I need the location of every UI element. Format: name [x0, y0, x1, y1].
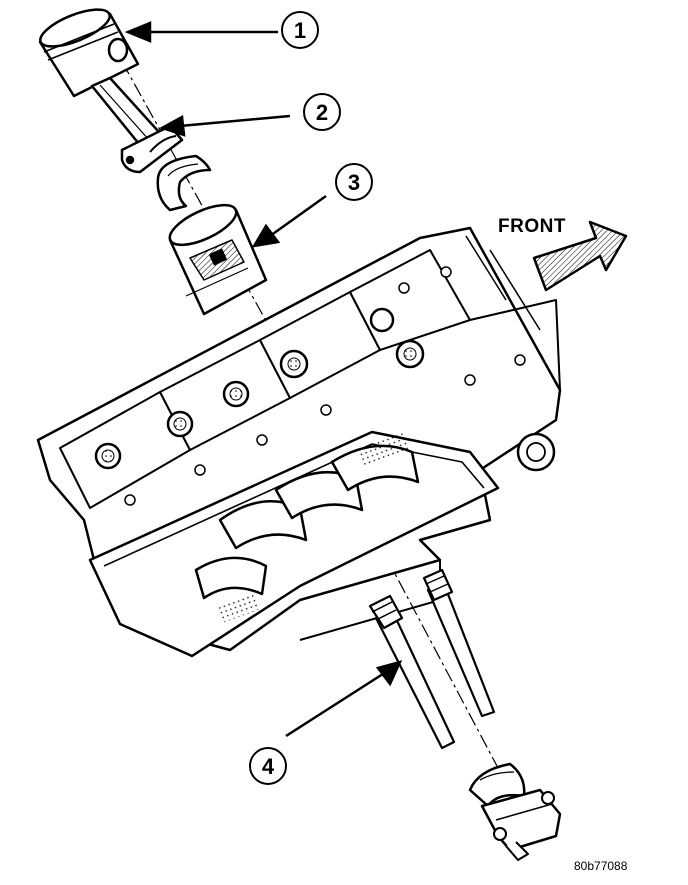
leader-2 [179, 114, 291, 128]
leader-4 [285, 670, 387, 738]
engine-block [36, 226, 562, 658]
front-direction-arrow: FRONT [498, 216, 628, 292]
callout-3: 3 [335, 163, 373, 201]
callout-number-4: 4 [262, 754, 275, 779]
front-label: FRONT [498, 216, 566, 237]
arrowhead-1 [124, 21, 152, 43]
leader-3 [269, 194, 327, 238]
crankpin-sleeve [168, 203, 268, 316]
callout-number-3: 3 [348, 170, 360, 195]
arrowhead-2 [158, 115, 186, 137]
callout-number-2: 2 [316, 100, 328, 125]
arrowhead-3 [251, 223, 281, 248]
main-bearing-cap [468, 762, 562, 861]
callout-4: 4 [249, 747, 287, 785]
callout-leaders [124, 21, 403, 738]
piston-and-rod [38, 8, 184, 174]
callout-number-1: 1 [294, 18, 306, 43]
main-cap-bolts [368, 568, 496, 750]
upper-bearing-shell [156, 154, 212, 212]
callout-2: 2 [303, 93, 341, 131]
callout-markers: 1 2 3 4 [249, 11, 373, 785]
lower-bearing-shell [468, 762, 526, 808]
piston-pin [107, 37, 129, 63]
callout-1: 1 [281, 11, 319, 49]
figure-id: 80b77088 [574, 859, 628, 873]
arrowhead-4 [375, 660, 403, 687]
